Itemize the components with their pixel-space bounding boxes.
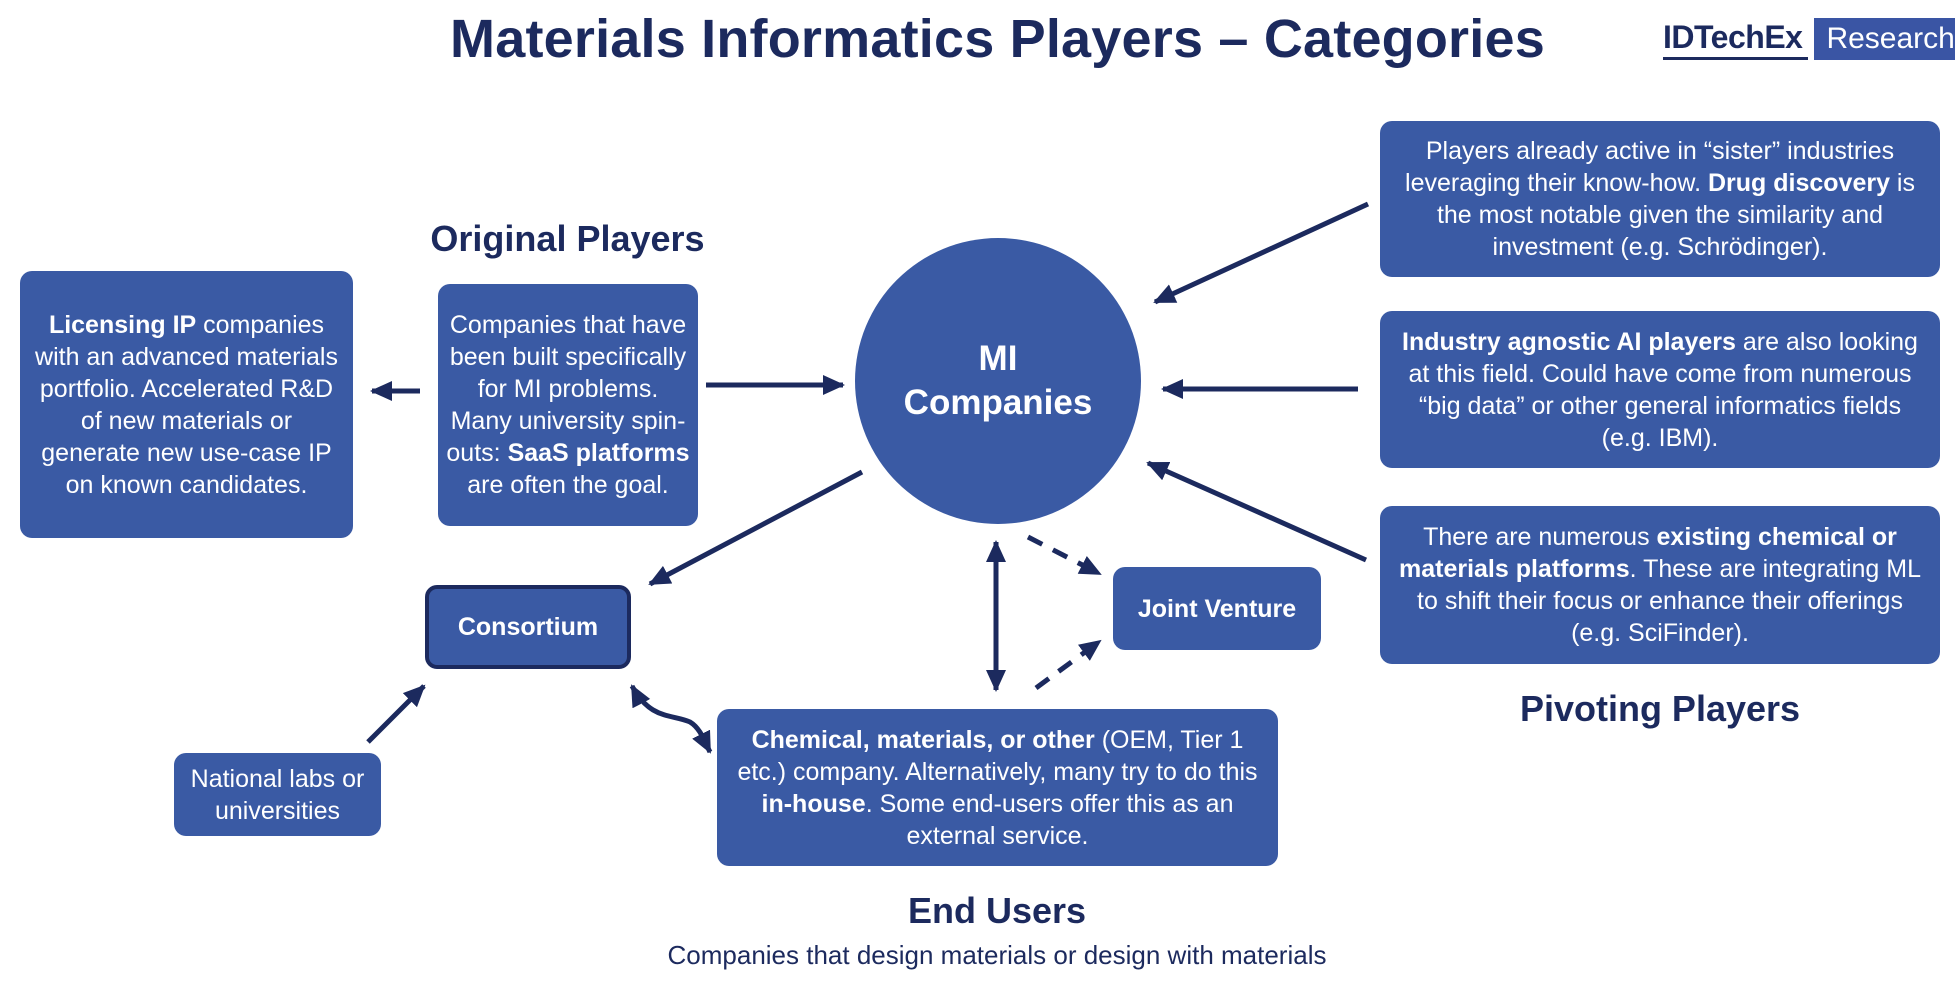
arrow-end-user-to-joint-venture	[1034, 638, 1102, 691]
sister-text-1: Players already active in “sister” indus…	[1405, 137, 1895, 197]
end-user-bold-2: in-house	[761, 789, 866, 818]
joint-venture-label: Joint Venture	[1137, 594, 1297, 623]
arrow-existing-to-mi	[1146, 460, 1368, 563]
national-labs-box: National labs or universities	[174, 753, 381, 836]
mi-companies-circle: MI Companies	[855, 238, 1141, 524]
arrow-mi-to-joint-venture	[1026, 534, 1102, 577]
original-text-2: are often the goal.	[467, 471, 669, 499]
consortium-label: Consortium	[457, 613, 599, 641]
existing-bold: existing chemical or materials platforms	[1398, 523, 1897, 583]
sister-industries-box: Players already active in “sister” indus…	[1380, 121, 1940, 277]
sister-bold: Drug discovery	[1707, 169, 1890, 197]
end-user-text-1: (OEM, Tier 1 etc.) company. Alternativel…	[737, 725, 1258, 786]
agnostic-bold: Industry agnostic AI players	[1402, 327, 1736, 356]
arrow-mi-to-consortium	[648, 469, 864, 587]
original-bold: SaaS platforms	[507, 439, 690, 467]
existing-text-2: . These are integrating ML to shift thei…	[1417, 555, 1921, 647]
idtechex-logo: IDTechEx Research	[1663, 18, 1955, 60]
joint-venture-box: Joint Venture	[1113, 567, 1321, 650]
end-user-bold-1: Chemical, materials, or other	[751, 725, 1095, 754]
licensing-text: companies with an advanced materials por…	[35, 310, 338, 499]
arrow-consortium-end-user	[629, 684, 713, 754]
page-title: Materials Informatics Players – Categori…	[450, 9, 1545, 69]
licensing-bold: Licensing IP	[48, 310, 197, 339]
sister-text-2: is the most notable given the similarity…	[1436, 169, 1915, 261]
logo-brand: IDTechEx	[1663, 18, 1809, 60]
arrow-sister-to-mi	[1153, 201, 1370, 305]
industry-agnostic-box: Industry agnostic AI players are also lo…	[1380, 311, 1940, 468]
consortium-box: Consortium	[425, 585, 631, 669]
national-labs-label: National labs or universities	[190, 764, 365, 825]
end-user-text-2: . Some end-users offer this as an extern…	[865, 789, 1234, 850]
end-users-label: End Users	[907, 890, 1087, 931]
agnostic-text: are also looking at this field. Could ha…	[1408, 327, 1918, 452]
mi-label: MI	[978, 339, 1018, 378]
existing-text-1: There are numerous	[1423, 523, 1657, 551]
original-players-box: Companies that have been built specifica…	[438, 284, 698, 526]
logo-tag: Research	[1814, 18, 1955, 60]
end-user-company-box: Chemical, materials, or other (OEM, Tier…	[717, 709, 1278, 866]
pivoting-players-label: Pivoting Players	[1519, 688, 1801, 729]
end-users-sublabel: Companies that design materials or desig…	[667, 940, 1327, 970]
original-players-label: Original Players	[430, 218, 705, 259]
original-text-1: Companies that have been built specifica…	[446, 311, 687, 467]
licensing-ip-box: Licensing IP companies with an advanced …	[20, 271, 353, 538]
companies-label: Companies	[903, 383, 1093, 422]
existing-platforms-box: There are numerous existing chemical or …	[1380, 506, 1940, 664]
arrow-national-to-consortium	[366, 684, 426, 744]
